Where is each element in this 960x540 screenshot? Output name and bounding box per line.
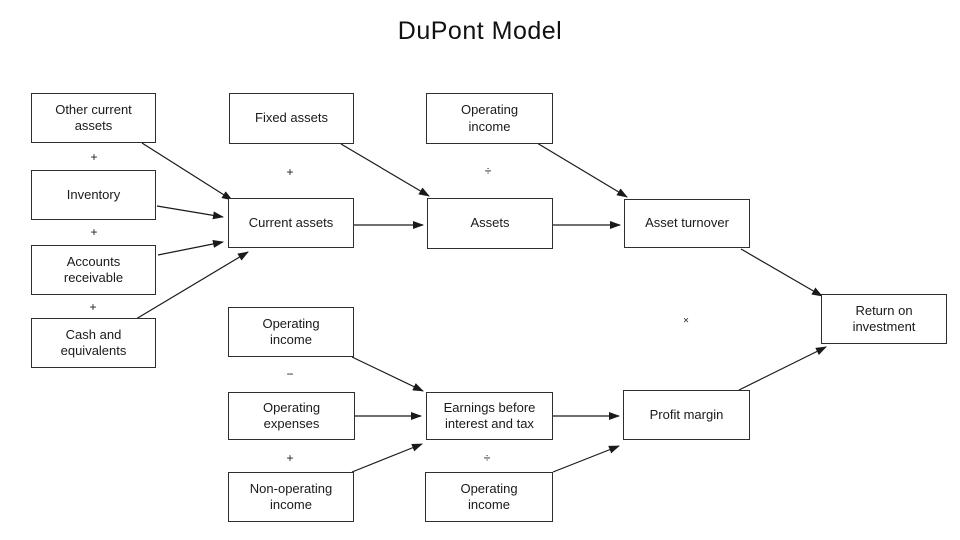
node-profit-margin: Profit margin — [623, 390, 750, 440]
plus-operator-non-operating: + — [286, 451, 294, 465]
node-inventory: Inventory — [31, 170, 156, 220]
arrow-accounts-receivable-to-current-assets — [157, 240, 224, 256]
node-return-on-investment: Return on investment — [821, 294, 947, 344]
node-asset-turnover: Asset turnover — [624, 199, 750, 248]
node-fixed-assets: Fixed assets — [229, 93, 354, 144]
plus-operator-inventory: + — [90, 150, 98, 164]
arrow-asset-turnover-to-return-on-investment — [740, 248, 823, 297]
node-operating-income-mid: Operating income — [228, 307, 354, 357]
plus-operator-fixed-assets: + — [286, 165, 294, 179]
node-cash-and-equivalents: Cash and equivalents — [31, 318, 156, 368]
plus-operator-cash: + — [89, 300, 97, 314]
node-assets: Assets — [427, 198, 553, 249]
node-ebit: Earnings before interest and tax — [426, 392, 553, 440]
node-other-current-assets: Other current assets — [31, 93, 156, 143]
node-current-assets: Current assets — [228, 198, 354, 248]
multiply-operator-roi: × — [683, 315, 689, 327]
arrow-non-operating-income-to-ebit — [351, 443, 423, 473]
arrow-operating-income-top-to-asset-turnover — [536, 142, 628, 198]
divide-operator-operating-income: ÷ — [483, 451, 491, 465]
node-operating-income-bottom: Operating income — [425, 472, 553, 522]
node-operating-expenses: Operating expenses — [228, 392, 355, 440]
arrow-operating-income-bottom-to-profit-margin — [552, 445, 620, 473]
node-non-operating-income: Non-operating income — [228, 472, 354, 522]
divide-operator-assets: ÷ — [484, 164, 492, 178]
node-accounts-receivable: Accounts receivable — [31, 245, 156, 295]
minus-operator-operating-expenses: − — [286, 367, 294, 381]
plus-operator-accounts-receivable: + — [90, 225, 98, 239]
node-operating-income-top: Operating income — [426, 93, 553, 144]
arrow-inventory-to-current-assets — [156, 205, 224, 220]
arrow-fixed-assets-to-assets — [340, 143, 430, 197]
arrow-profit-margin-to-return-on-investment — [738, 346, 827, 391]
arrow-operating-income-mid-to-ebit — [351, 356, 424, 392]
diagram-title: DuPont Model — [397, 17, 563, 45]
